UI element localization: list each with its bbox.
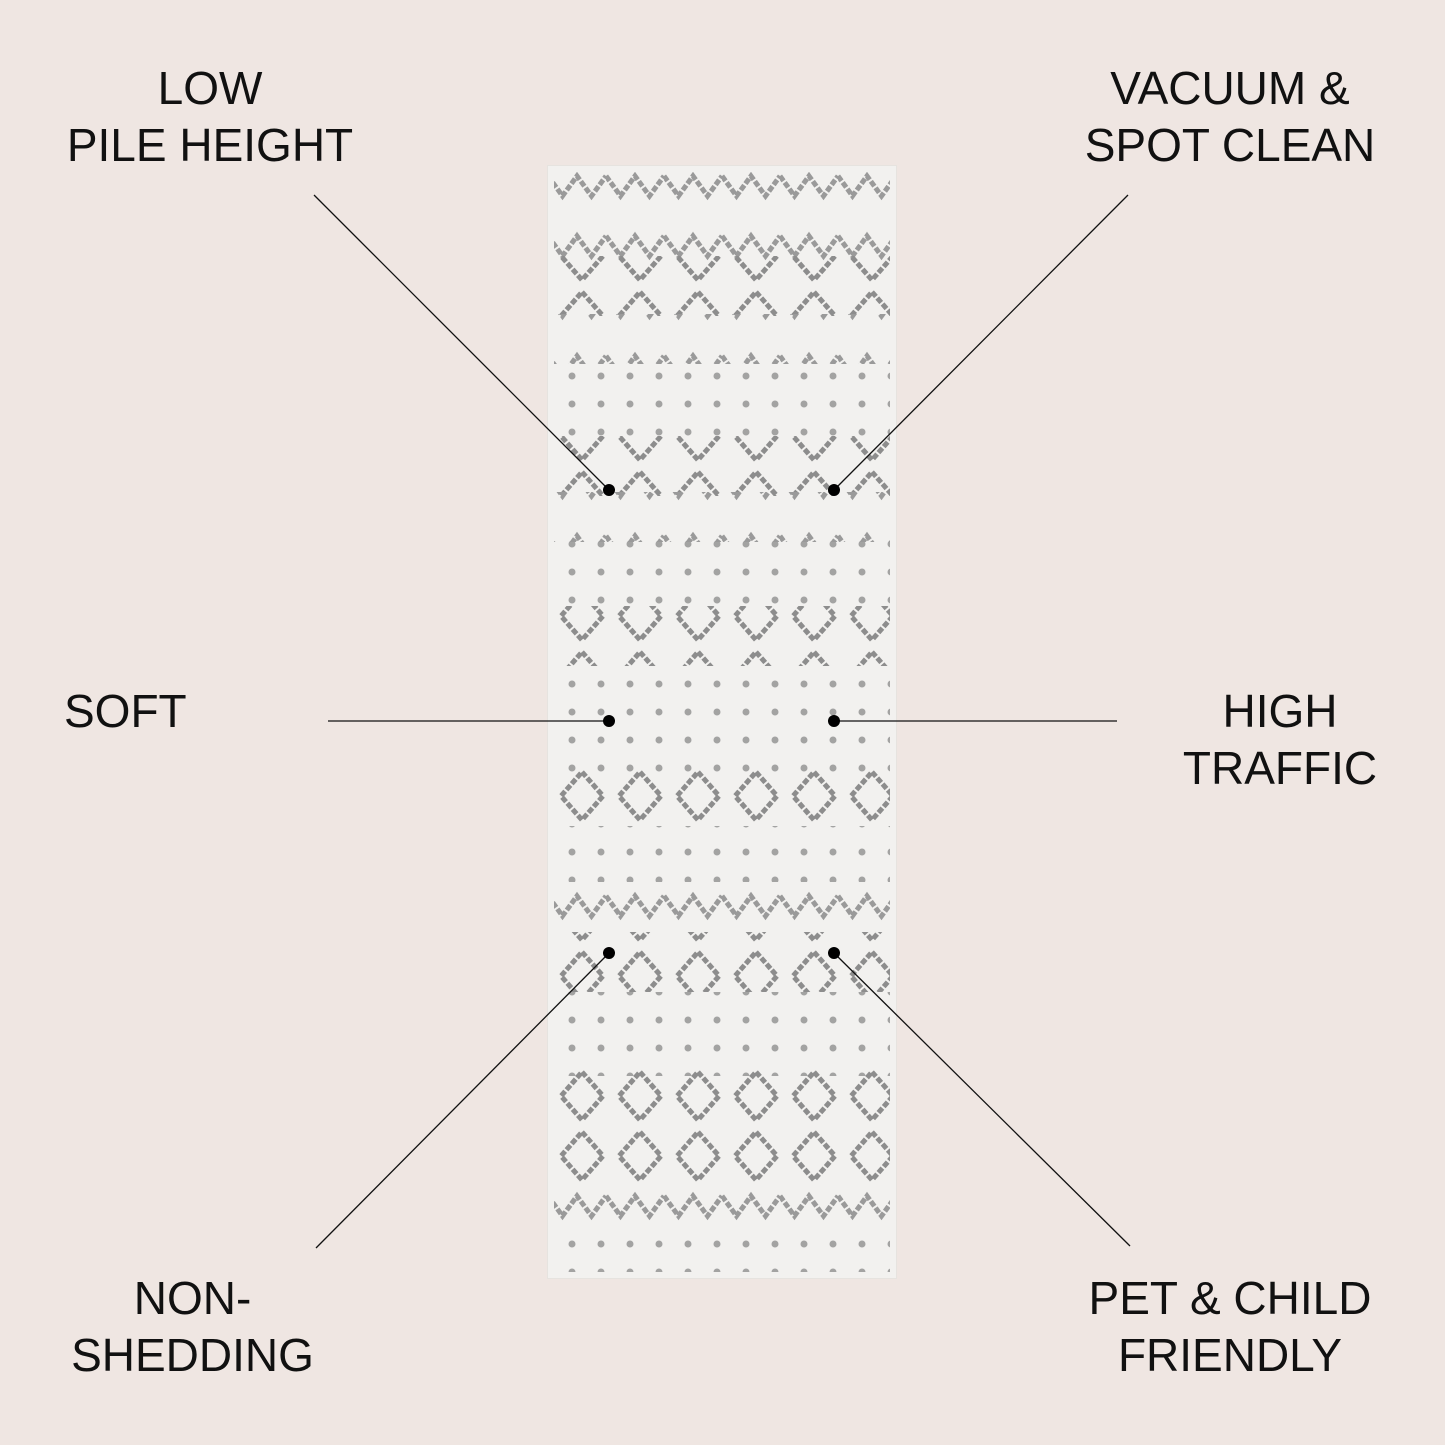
- callout-text: SPOT CLEAN: [1084, 119, 1376, 171]
- dot-high-traffic: [828, 715, 840, 727]
- dot-pet-child-friendly: [828, 947, 840, 959]
- callout-text: NON-: [133, 1272, 252, 1324]
- callout-low-pile-height: LOW PILE HEIGHT: [50, 60, 370, 174]
- dot-vacuum-spot-clean: [828, 484, 840, 496]
- line-low-pile-height: [313, 194, 610, 491]
- callout-text: SHEDDING: [71, 1329, 314, 1381]
- callout-text: HIGH: [1222, 685, 1338, 737]
- line-vacuum-spot-clean: [833, 194, 1129, 491]
- callout-soft: SOFT: [64, 683, 187, 740]
- dot-non-shedding: [603, 947, 615, 959]
- callout-text: SOFT: [64, 685, 187, 737]
- line-pet-child-friendly: [833, 952, 1131, 1247]
- line-non-shedding: [315, 952, 610, 1249]
- callout-high-traffic: HIGH TRAFFIC: [1160, 683, 1400, 797]
- dot-low-pile-height: [603, 484, 615, 496]
- callout-non-shedding: NON- SHEDDING: [50, 1270, 335, 1384]
- callout-text: PILE HEIGHT: [66, 119, 354, 171]
- callout-text: FRIENDLY: [1117, 1329, 1343, 1381]
- callout-text: TRAFFIC: [1182, 742, 1378, 794]
- callout-pet-child-friendly: PET & CHILD FRIENDLY: [1070, 1270, 1390, 1384]
- callout-text: PET & CHILD: [1088, 1272, 1372, 1324]
- callout-vacuum-spot-clean: VACUUM & SPOT CLEAN: [1060, 60, 1400, 174]
- callout-text: VACUUM &: [1110, 62, 1350, 114]
- dot-soft: [603, 715, 615, 727]
- callout-text: LOW: [157, 62, 263, 114]
